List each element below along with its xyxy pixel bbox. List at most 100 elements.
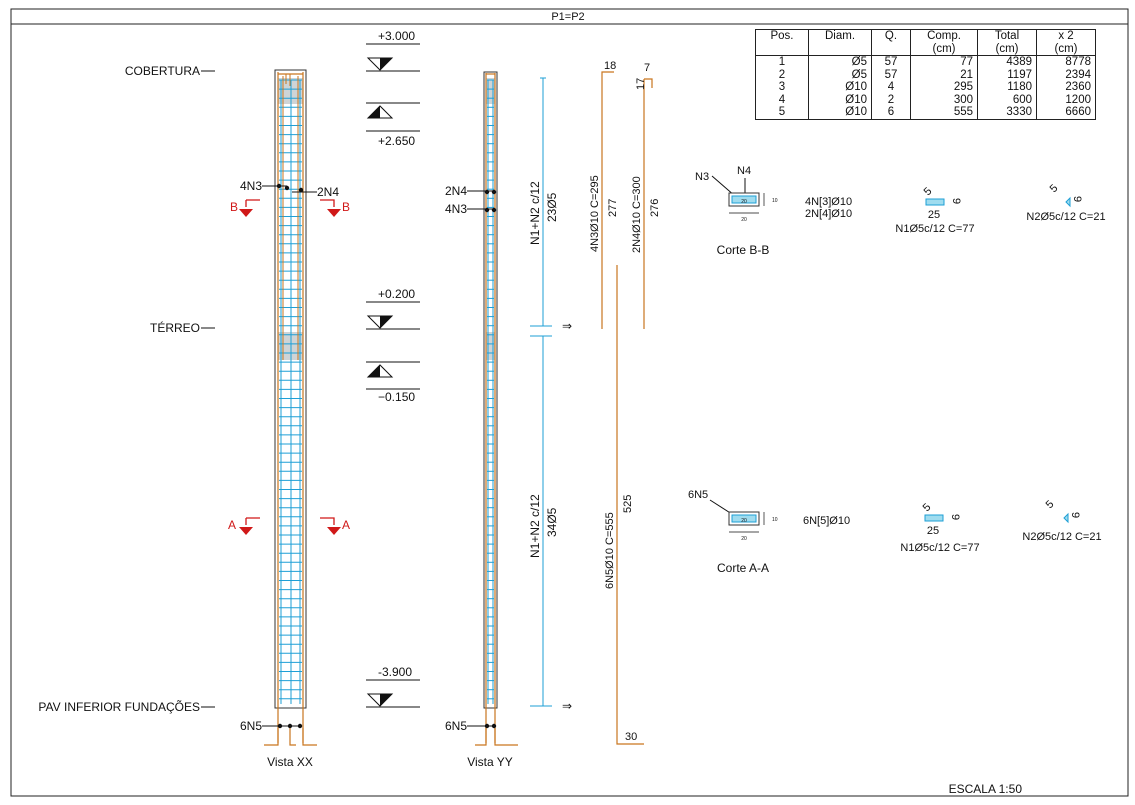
xx-label-4n3: 4N3 bbox=[240, 179, 262, 193]
yy-stirrups-lower-spacing: N1+N2 c/12 bbox=[528, 494, 542, 558]
aa-n1-desc: N1Ø5c/12 C=77 bbox=[900, 542, 979, 554]
bar-n4-top-a: 7 bbox=[644, 62, 650, 74]
schedule-cell: 6660 bbox=[1036, 106, 1096, 120]
elev-0200: +0.200 bbox=[378, 287, 415, 301]
level-pav-inferior: PAV INFERIOR FUNDAÇÕES bbox=[38, 699, 200, 714]
caption-corte-bb: Corte B-B bbox=[717, 243, 770, 257]
elevation-markers: +3.000 +2.650 +0.200 −0.150 -3.900 bbox=[366, 29, 420, 708]
schedule-cell: 2360 bbox=[1036, 81, 1096, 94]
schedule-cell: Ø10 bbox=[808, 81, 872, 94]
svg-text:5: 5 bbox=[1048, 182, 1061, 195]
schedule-cell: 2 bbox=[871, 93, 911, 106]
bar-n4-top-b: 17 bbox=[635, 78, 647, 90]
schedule-cell: 1180 bbox=[977, 81, 1037, 94]
schedule-cell: 57 bbox=[871, 68, 911, 81]
bb-rebar-2: 2N[4]Ø10 bbox=[805, 208, 852, 220]
schedule-cell: 4 bbox=[755, 93, 809, 106]
caption-vista-xx: Vista XX bbox=[267, 755, 313, 769]
svg-text:20: 20 bbox=[741, 217, 747, 223]
svg-text:5: 5 bbox=[1044, 498, 1057, 511]
schedule-header-4: Total(cm) bbox=[977, 29, 1037, 56]
hook-symbol-lower: ⇒ bbox=[562, 699, 572, 713]
scale-label: ESCALA 1:50 bbox=[949, 782, 1023, 796]
svg-text:10: 10 bbox=[772, 198, 778, 204]
bar-n3-shape bbox=[601, 71, 614, 329]
bb-label-n4: N4 bbox=[737, 165, 751, 177]
schedule-cell: 4 bbox=[871, 81, 911, 94]
yy-label-2n4: 2N4 bbox=[445, 184, 467, 198]
schedule-cell: 2394 bbox=[1036, 68, 1096, 81]
section-mark-a-right: A bbox=[320, 517, 350, 535]
svg-text:A: A bbox=[228, 518, 236, 532]
schedule-header-1: Diam. bbox=[808, 29, 872, 56]
caption-corte-aa: Corte A-A bbox=[717, 561, 769, 575]
elev-m0150: −0.150 bbox=[378, 390, 415, 404]
schedule-cell: Ø5 bbox=[808, 68, 872, 81]
column-yy-stirrups bbox=[487, 79, 494, 704]
schedule-cell: 600 bbox=[977, 93, 1037, 106]
bb-label-n3: N3 bbox=[695, 171, 709, 183]
column-xx-stirrups bbox=[279, 79, 302, 704]
schedule-header-3: Comp.(cm) bbox=[910, 29, 978, 56]
bar-n5-shape bbox=[616, 265, 644, 745]
level-terreo: TÉRREO bbox=[150, 320, 200, 335]
bb-n2-desc: N2Ø5c/12 C=21 bbox=[1026, 211, 1105, 223]
bar-n4-desc: 2N4Ø10 C=300 bbox=[631, 176, 643, 253]
elev-m3900: -3.900 bbox=[378, 665, 412, 679]
schedule-cell: 1197 bbox=[977, 68, 1037, 81]
schedule-cell: 295 bbox=[910, 81, 978, 94]
schedule-cell: 3 bbox=[755, 81, 809, 94]
section-mark-b-left: B bbox=[230, 199, 260, 217]
svg-text:25: 25 bbox=[927, 525, 939, 537]
bar-n3-desc: 4N3Ø10 C=295 bbox=[589, 175, 601, 252]
schedule-header-2: Q. bbox=[871, 29, 911, 56]
caption-vista-yy: Vista YY bbox=[467, 755, 513, 769]
svg-text:20: 20 bbox=[741, 199, 747, 205]
schedule-cell: 1200 bbox=[1036, 93, 1096, 106]
schedule-cell: 5 bbox=[755, 106, 809, 120]
bar-n4-length: 276 bbox=[649, 199, 661, 217]
schedule-header-5: x 2(cm) bbox=[1036, 29, 1096, 56]
section-mark-a-left: A bbox=[228, 517, 260, 535]
schedule-cell: 300 bbox=[910, 93, 978, 106]
schedule-cell: 77 bbox=[910, 55, 978, 69]
elev-3000: +3.000 bbox=[378, 29, 415, 43]
section-bb: N3 N4 20 20 10 Corte B-B 4N[3]Ø10 2N[4]Ø… bbox=[695, 165, 1106, 257]
schedule-cell: 57 bbox=[871, 55, 911, 69]
bb-n1-desc: N1Ø5c/12 C=77 bbox=[895, 223, 974, 235]
svg-text:B: B bbox=[342, 200, 350, 214]
view-yy: 2N4 4N3 6N5 Vista YY ⇒ ⇒ N1+N2 c/12 23Ø5… bbox=[445, 71, 572, 769]
svg-text:B: B bbox=[230, 200, 238, 214]
schedule-cell: 4389 bbox=[977, 55, 1037, 69]
xx-label-2n4: 2N4 bbox=[317, 185, 339, 199]
view-xx: 4N3 2N4 6N5 B B A A Vis bbox=[228, 69, 350, 769]
elev-2650: +2.650 bbox=[378, 134, 415, 148]
schedule-cell: 3330 bbox=[977, 106, 1037, 120]
svg-text:20: 20 bbox=[741, 536, 747, 542]
bar-n4-shape bbox=[643, 78, 653, 329]
bar-n5-length: 525 bbox=[622, 495, 634, 513]
svg-text:25: 25 bbox=[928, 209, 940, 221]
sheet-border bbox=[10, 8, 1129, 797]
yy-stirrups-lower-count: 34Ø5 bbox=[545, 507, 559, 537]
schedule-cell: 1 bbox=[755, 55, 809, 69]
svg-text:10: 10 bbox=[772, 517, 778, 523]
schedule-cell: Ø10 bbox=[808, 106, 872, 120]
bar-n5-desc: 6N5Ø10 C=555 bbox=[604, 512, 616, 589]
schedule-cell: 555 bbox=[910, 106, 978, 120]
schedule-cell: Ø10 bbox=[808, 93, 872, 106]
sheet-title: P1=P2 bbox=[551, 11, 584, 23]
column-xx-longitudinal-bars bbox=[264, 72, 317, 746]
svg-text:20: 20 bbox=[741, 518, 747, 524]
bb-rebar-1: 4N[3]Ø10 bbox=[805, 196, 852, 208]
level-cobertura: COBERTURA bbox=[125, 64, 200, 78]
